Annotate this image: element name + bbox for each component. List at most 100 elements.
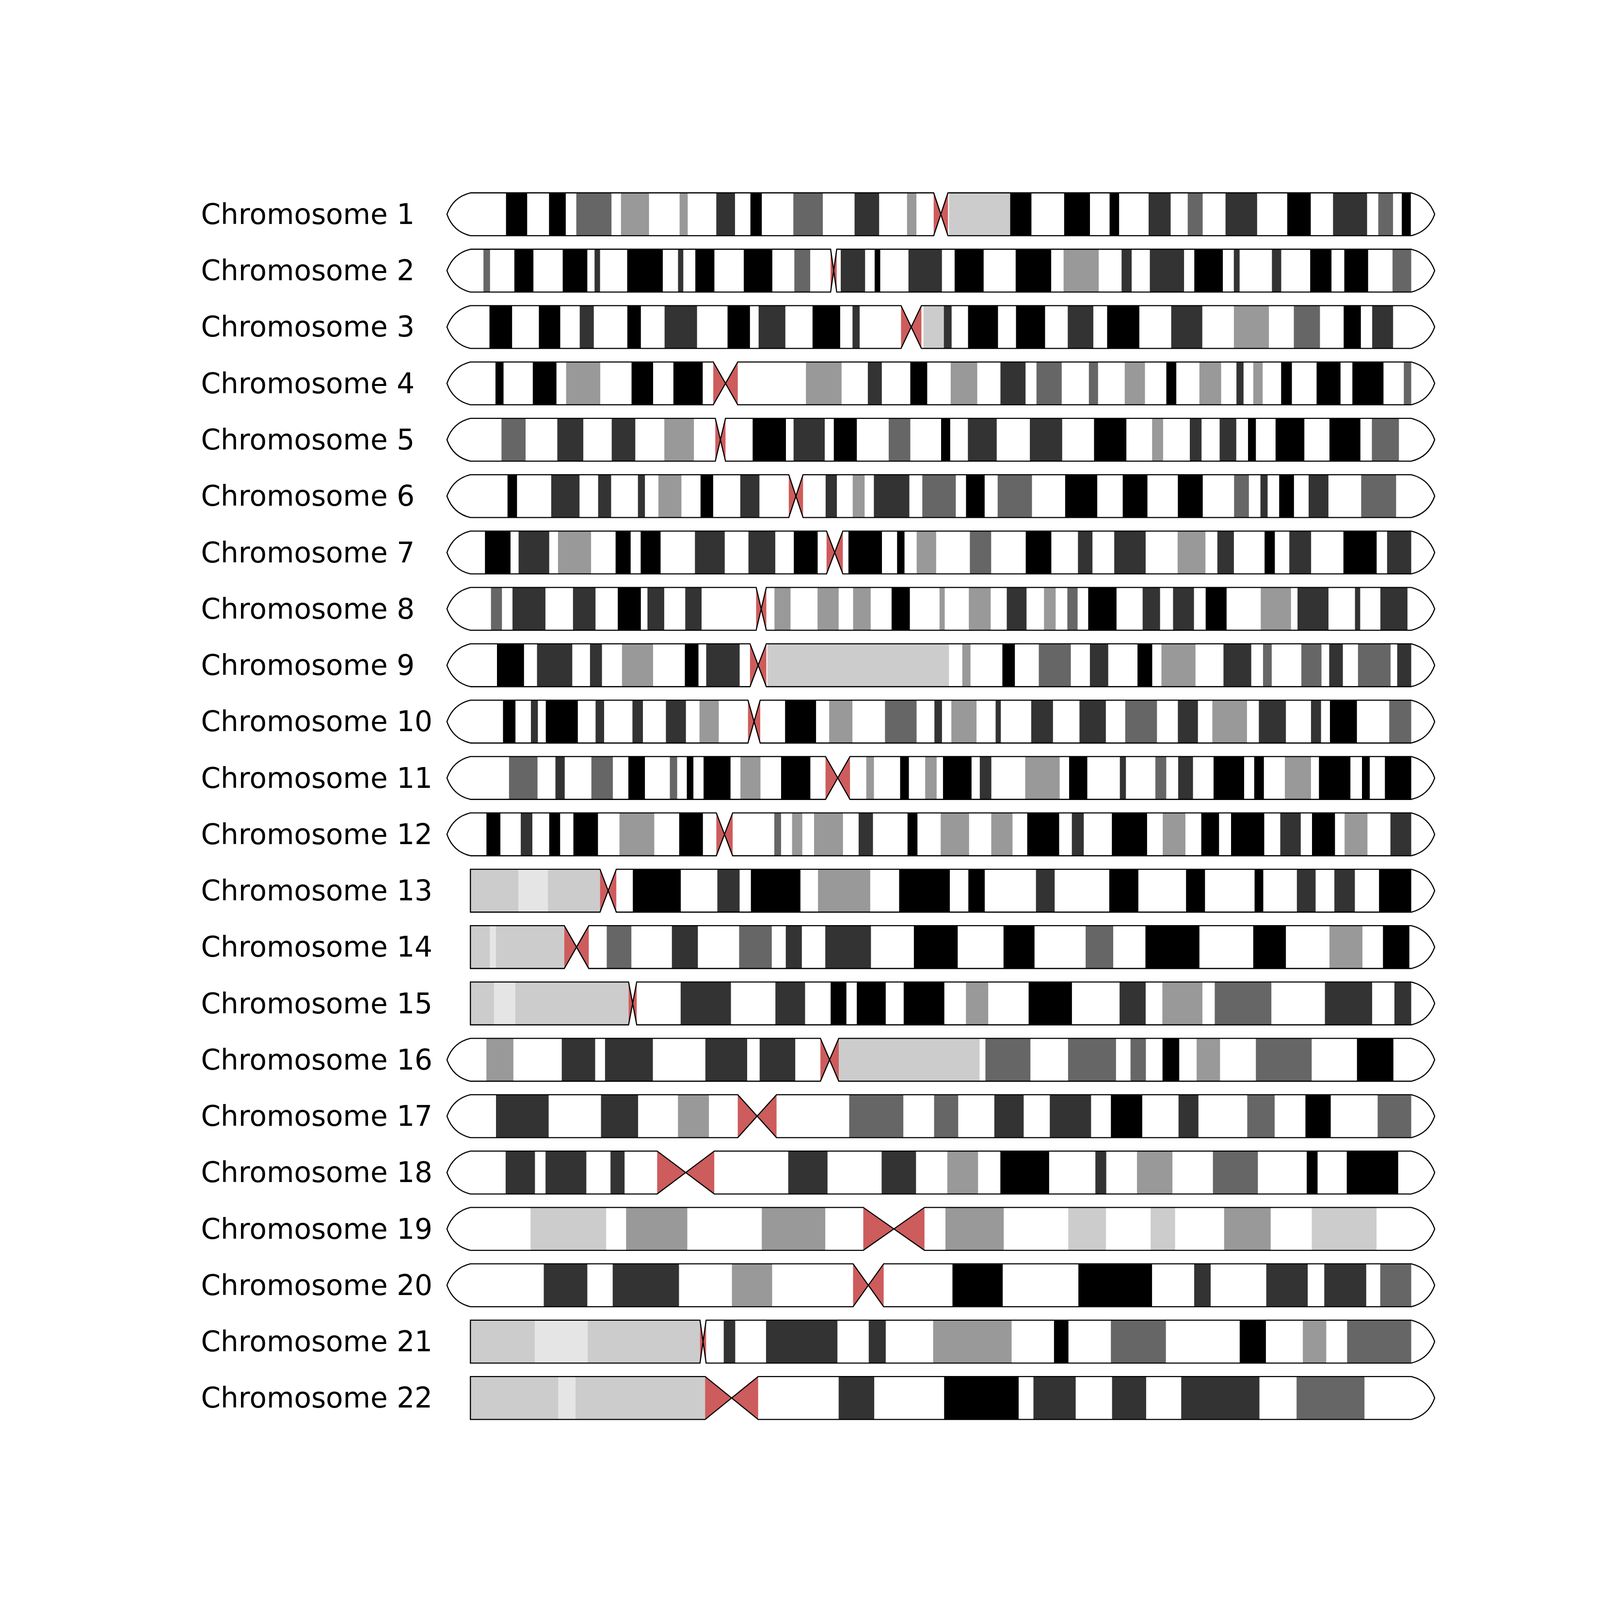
chromosome-band (793, 191, 823, 239)
chromosome-band (1296, 1374, 1365, 1422)
chromosome-band (793, 416, 825, 464)
chromosome-band (994, 1092, 1024, 1140)
chromosome-band (1372, 303, 1393, 351)
chromosome-band (852, 472, 865, 520)
chromosome-band (965, 979, 989, 1027)
chromosome-bands (447, 528, 1435, 576)
chromosome-band (774, 810, 782, 858)
centromere (868, 1264, 884, 1307)
chromosome-band (1361, 754, 1370, 802)
chromosome-band (486, 1036, 514, 1084)
chromosome-band (545, 698, 578, 746)
heterochromatin-band (948, 191, 1010, 239)
chromosome-band (1067, 303, 1094, 351)
chromosome-band (1114, 528, 1146, 576)
chromosome-band (716, 191, 736, 239)
chromosome-band (1384, 754, 1411, 802)
chromosome-band (740, 472, 760, 520)
chromosome-band (684, 641, 699, 689)
centromere (900, 305, 912, 349)
chromosome-band (1382, 923, 1409, 971)
chromosome-band (900, 754, 910, 802)
chromosome-label: Chromosome 2 (201, 256, 416, 285)
chromosome-band (853, 585, 871, 633)
chromosome-bands (470, 979, 1435, 1027)
chromosome-band (950, 359, 978, 407)
chromosome-band (1069, 754, 1088, 802)
chromosome-band (483, 247, 491, 295)
chromosome-band (677, 1092, 709, 1140)
chromosome-band (1403, 359, 1411, 407)
chromosome-bands (447, 1036, 1435, 1084)
chromosome-band (1253, 359, 1263, 407)
chromosome-band (947, 1149, 978, 1197)
chromosome-band (1161, 641, 1196, 689)
centromere (826, 530, 835, 574)
chromosome-band (952, 1261, 1003, 1309)
chromosome-band (775, 979, 805, 1027)
chromosome-label: Chromosome 22 (201, 1383, 433, 1412)
chromosome-band (518, 528, 550, 576)
chromosome-band (631, 359, 654, 407)
chromosome-band (1148, 191, 1171, 239)
chromosome-label: Chromosome 21 (201, 1327, 433, 1356)
chromosome-band (732, 1261, 773, 1309)
chromosome-band (1109, 191, 1120, 239)
chromosome-band (619, 810, 655, 858)
chromosome-band (829, 698, 853, 746)
chromosome-bands (447, 585, 1435, 633)
chromosome-band (685, 585, 702, 633)
centromere (720, 418, 726, 462)
chromosome-band (1346, 1149, 1399, 1197)
chromosome-band (703, 754, 731, 802)
chromosome-band (907, 191, 917, 239)
chromosome-band (1110, 1092, 1143, 1140)
chromosome-outline (447, 474, 1435, 518)
centromere (724, 813, 733, 856)
chromosome-band (1085, 923, 1114, 971)
chromosome-band (628, 754, 645, 802)
chromosome-band (985, 1036, 1031, 1084)
chromosome-band (1067, 585, 1078, 633)
centromere (656, 1151, 686, 1194)
chromosome-outline (447, 192, 1435, 236)
chromosome-band (1077, 528, 1093, 576)
chromosome-band (854, 191, 880, 239)
chromosome-band (1036, 867, 1056, 915)
chromosome-outline (470, 1320, 1435, 1363)
chromosome-band (1358, 641, 1391, 689)
chromosome-band (1177, 528, 1206, 576)
chromosome-band (873, 472, 910, 520)
chromosome-band (1064, 191, 1090, 239)
chromosome-band (1334, 867, 1355, 915)
chromosome-band (969, 528, 992, 576)
chromosome-band (1329, 698, 1358, 746)
chromosome-band (1095, 1149, 1106, 1197)
chromosome-band (1093, 416, 1127, 464)
chromosome-band (740, 754, 761, 802)
chromosome-band (1371, 416, 1399, 464)
centromere (564, 925, 577, 969)
chromosome-band (1343, 528, 1377, 576)
centromere (834, 530, 844, 574)
chromosome-band (621, 191, 650, 239)
centromere (576, 925, 589, 969)
chromosome-band (598, 472, 612, 520)
chromosome-band (1065, 472, 1098, 520)
chromosome-band (1387, 528, 1412, 576)
chromosome-outline (470, 925, 1435, 969)
chromosome-band (967, 416, 997, 464)
chromosome-band (1394, 979, 1412, 1027)
chromosome-band (1199, 359, 1222, 407)
stalk-band (494, 979, 516, 1027)
chromosome-band (566, 359, 601, 407)
stalk-band (470, 923, 565, 971)
chromosome-band (848, 1092, 904, 1140)
chromosome-band (1289, 528, 1312, 576)
chromosome-band (687, 754, 694, 802)
chromosome-outline (447, 1207, 1435, 1250)
chromosome-band (484, 528, 511, 576)
chromosome-band (1072, 810, 1085, 858)
chromosome-band (664, 416, 694, 464)
chromosome-label: Chromosome 20 (201, 1271, 433, 1300)
